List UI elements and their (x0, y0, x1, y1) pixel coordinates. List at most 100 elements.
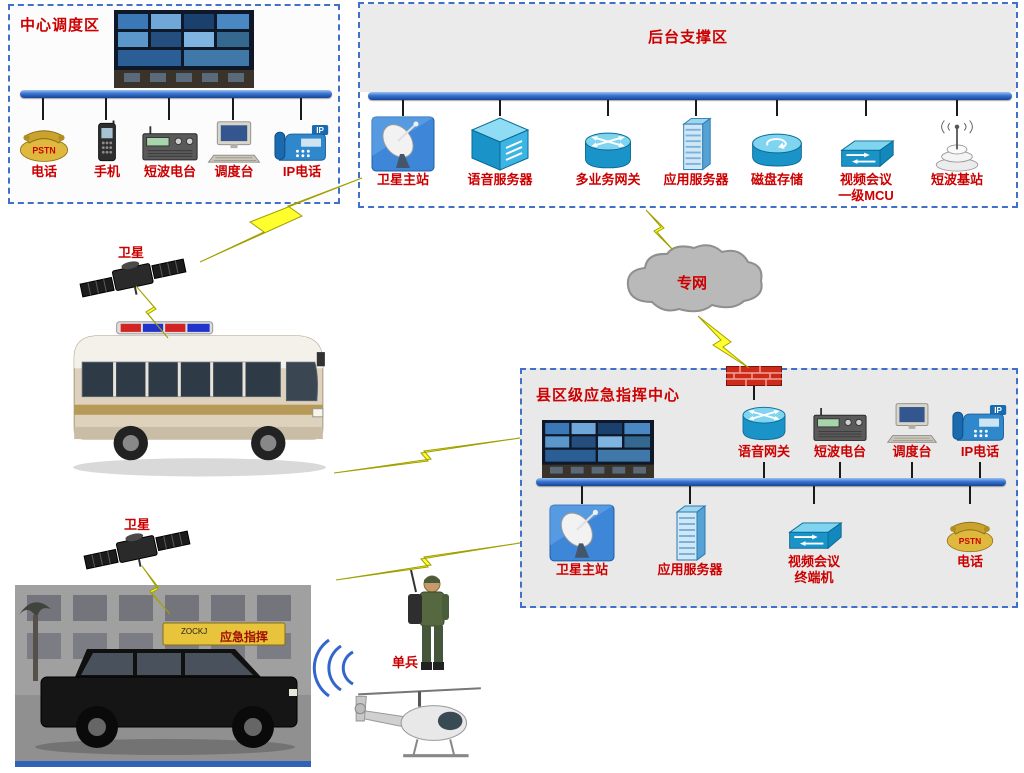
mobile-phone-icon (93, 120, 121, 164)
bus-bar (368, 92, 1012, 100)
connector-line (865, 100, 867, 116)
connector-line (168, 98, 170, 120)
device-label: 应用服务器 (657, 562, 723, 577)
helicopter-figure (350, 680, 488, 773)
wireless-signal-icon (312, 638, 354, 698)
bus-bar (536, 478, 1006, 486)
device-label: IP电话 (282, 164, 322, 179)
device-video-mcu: 视频会议 一级MCU (822, 116, 910, 204)
disk-storage-icon (747, 116, 807, 172)
ip-label: IP (316, 126, 324, 135)
bus-bar (20, 90, 332, 98)
private-network-cloud: 专网 (612, 240, 772, 325)
connector-line (42, 98, 44, 120)
connector-line (581, 486, 583, 504)
device-satellite-master: 卫星主站 (538, 504, 626, 578)
zone-county-title: 县区级应急指挥中心 (536, 387, 681, 404)
dispatch-console-icon (206, 120, 262, 164)
ip-label: IP (994, 406, 1002, 415)
device-voice-server: 语音服务器 (456, 116, 544, 188)
soldier-label: 单兵 (392, 655, 419, 670)
satellite-1-label: 卫星 (118, 245, 145, 260)
device-ip-phone: IP IP电话 (264, 120, 340, 180)
device-label: 应用服务器 (663, 172, 729, 187)
device-voice-gateway: 语音网关 (726, 400, 802, 460)
device-dispatch-console: 调度台 (874, 400, 950, 460)
command-bus-photo (58, 295, 336, 488)
device-telephone: PSTN 电话 (6, 120, 82, 180)
connector-line (763, 462, 765, 478)
device-label: 短波电台 (813, 444, 866, 459)
device-satellite-master: 卫星主站 (359, 116, 447, 188)
device-label-line2: 一级MCU (838, 188, 894, 203)
lightning-bolt (333, 437, 521, 474)
device-dispatch-console: 调度台 (196, 120, 272, 180)
satellite-2-icon (82, 528, 192, 577)
soldier-figure (388, 569, 468, 687)
device-shortwave-radio: 短波电台 (802, 400, 878, 460)
server-tower-icon (678, 116, 714, 172)
connector-line (105, 98, 107, 120)
connector-line (232, 98, 234, 120)
satellite-1-icon (78, 256, 188, 305)
device-label: 磁盘存储 (750, 172, 803, 187)
ip-phone-icon: IP (952, 400, 1008, 444)
device-label: 语音服务器 (467, 172, 533, 187)
device-telephone: PSTN 电话 (926, 510, 1014, 570)
device-mobile-phone: 手机 (69, 120, 145, 180)
zone-backend-header (360, 4, 1016, 92)
video-wall (542, 420, 654, 483)
device-label: IP电话 (960, 444, 1000, 459)
server-cube-icon (469, 116, 531, 172)
device-label: 调度台 (892, 444, 932, 459)
device-label: 调度台 (214, 164, 254, 179)
device-app-server: 应用服务器 (652, 116, 740, 188)
device-label: 手机 (93, 164, 120, 179)
connector-line (695, 100, 697, 116)
device-shortwave-base: 短波基站 (913, 116, 1001, 188)
shortwave-radio-icon (141, 120, 199, 164)
ip-phone-icon: IP (274, 120, 330, 164)
device-label: 短波电台 (143, 164, 196, 179)
cloud-label: 专网 (676, 275, 707, 292)
video-wall (114, 10, 254, 93)
device-label: 多业务网关 (575, 172, 641, 187)
connector-line (499, 100, 501, 116)
satellite-dish-icon (371, 116, 435, 172)
pstn-label: PSTN (32, 146, 55, 156)
router-icon (736, 400, 792, 444)
connector-line (839, 462, 841, 478)
pstn-phone-icon: PSTN (943, 510, 997, 554)
satellite-dish-icon (549, 504, 615, 562)
connector-line (300, 98, 302, 120)
connector-line (607, 100, 609, 116)
connector-line (689, 486, 691, 504)
device-label: 语音网关 (737, 444, 790, 459)
device-label: 卫星主站 (555, 562, 608, 577)
connector-line (753, 386, 755, 400)
device-label: 短波基站 (930, 172, 983, 187)
router-icon (578, 116, 638, 172)
device-label: 视频会议 (787, 554, 840, 569)
suv-sign-text: 应急指挥 (220, 629, 268, 644)
firewall-icon (726, 366, 782, 391)
shortwave-radio-icon (812, 400, 868, 444)
suv-sign-brand: ZOCKJ (181, 627, 207, 636)
device-video-terminal: 视频会议 终端机 (770, 510, 858, 586)
device-label: 电话 (30, 164, 57, 179)
device-label: 视频会议 (839, 172, 892, 187)
connector-line (776, 100, 778, 116)
connector-line (911, 462, 913, 478)
device-disk-storage: 磁盘存储 (733, 116, 821, 188)
zone-backend-support: 后台支撑区 卫星主站 语音服务器 (358, 2, 1018, 208)
device-label-line2: 终端机 (794, 570, 834, 585)
device-shortwave-radio: 短波电台 (132, 120, 208, 180)
pstn-phone-icon: PSTN (16, 120, 72, 164)
connector-line (813, 486, 815, 504)
pstn-label: PSTN (959, 536, 981, 546)
radio-tower-icon (931, 116, 983, 172)
connector-line (969, 486, 971, 504)
satellite-2-label: 卫星 (124, 517, 151, 532)
dispatch-console-icon (885, 400, 939, 444)
zone-county-command: 县区级应急指挥中心 语音网关 (520, 366, 1018, 608)
